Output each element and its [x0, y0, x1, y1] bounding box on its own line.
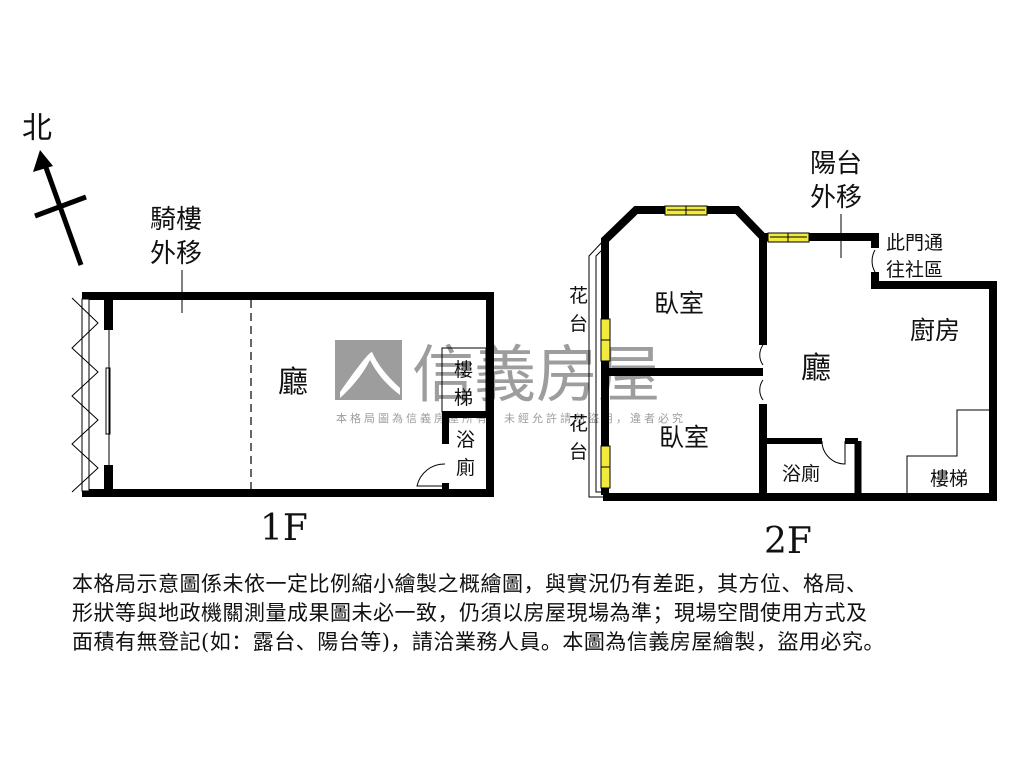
watermark: 信義房屋 本格局圖為信義房屋所有，未經允許請勿盜用，違者必究 [335, 338, 686, 425]
bedroom-top-door-icon[interactable] [759, 344, 764, 366]
front-window-frame [81, 298, 90, 492]
floor2-stairs [906, 409, 993, 497]
disclaimer-text: 本格局示意圖係未依一定比例縮小繪製之概繪圖，與實況仍有差距，其方位、格局、 形狀… [72, 570, 1012, 657]
window-bedroom-top [600, 318, 611, 362]
planter-top-label-1: 花 [569, 285, 588, 307]
floor-1-plan: 騎樓 外移 廳 樓 梯 浴 廁 1F [71, 205, 494, 549]
bedroom-top-label: 臥室 [654, 289, 704, 318]
north-arrow-shaft-icon [41, 161, 84, 266]
bedroom-bottom-door-icon[interactable] [759, 379, 764, 401]
community-door-icon[interactable] [871, 249, 876, 273]
floor2-title: 2F [764, 521, 812, 562]
planter-top-label-2: 台 [569, 313, 588, 335]
north-arrow: 北 [22, 111, 87, 266]
disclaimer-line-2: 形狀等與地政機關測量成果圖未必一致，仍須以房屋現場為準；現場空間使用方式及 [72, 601, 868, 625]
arcade-note-line1: 騎樓 [150, 205, 202, 235]
floor2-living-room-label: 廳 [801, 351, 831, 386]
floor1-stairs-label-1: 樓 [454, 359, 473, 381]
window-balcony [767, 232, 810, 243]
balcony-note-line1: 陽台 [810, 149, 862, 179]
floor1-bathroom-label-1: 浴 [456, 429, 475, 451]
planter-bottom-label-1: 花 [569, 413, 588, 435]
bedroom-bottom-label: 臥室 [659, 423, 709, 452]
north-label: 北 [22, 111, 52, 146]
arcade-note-line2: 外移 [150, 239, 202, 269]
planter-bottom-label-2: 台 [569, 441, 588, 463]
watermark-subtitle: 本格局圖為信義房屋所有，未經允許請勿盜用，違者必究 [336, 411, 686, 425]
floor-2-plan: 陽台 外移 此門通 往社區 [569, 149, 997, 562]
floor1-title: 1F [260, 508, 308, 549]
door-note-line2: 往社區 [886, 259, 943, 281]
north-arrow-crossbar-icon [34, 194, 87, 219]
window-top [664, 205, 708, 216]
floor1-stairs-label-2: 梯 [454, 387, 473, 409]
disclaimer-line-1: 本格局示意圖係未依一定比例縮小繪製之概繪圖，與實況仍有差距，其方位、格局、 [72, 572, 868, 596]
window-bedroom-bottom [600, 445, 611, 489]
north-arrow-head-icon [33, 150, 53, 172]
floor2-bathroom-label: 浴廁 [782, 462, 820, 485]
disclaimer-line-3: 面積有無登記(如：露台、陽台等)，請洽業務人員。本圖為信義房屋繪製，盜用必究。 [72, 630, 885, 654]
floor1-bathroom-door-icon[interactable] [416, 463, 446, 487]
door-note-line1: 此門通 [886, 232, 943, 254]
kitchen-label: 廚房 [910, 316, 960, 345]
balcony-note-line2: 外移 [810, 183, 862, 213]
folding-gate-icon [71, 297, 99, 493]
floor1-living-room-label: 廳 [278, 365, 308, 400]
floor2-stairs-label: 樓梯 [930, 468, 968, 490]
floor1-bathroom-label-2: 廁 [456, 456, 475, 479]
floor2-bathroom-door-icon[interactable] [821, 440, 846, 465]
